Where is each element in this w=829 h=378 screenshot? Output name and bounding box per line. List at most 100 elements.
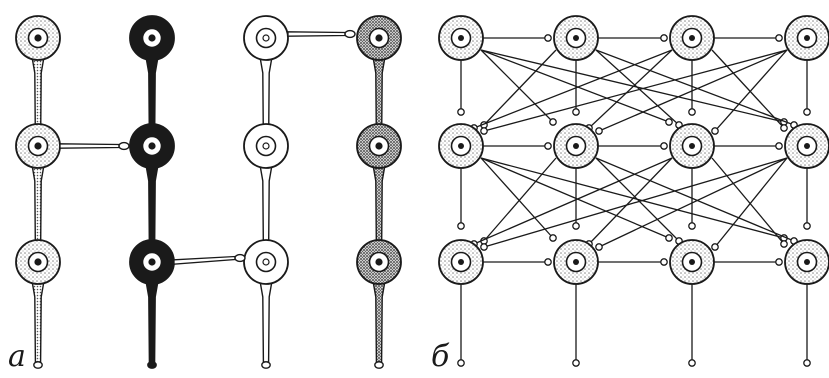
synapse [545, 259, 551, 265]
axon [146, 281, 158, 362]
neuron-b-4-2 [785, 124, 829, 168]
synapse [804, 109, 810, 115]
connector-a-bottom [174, 255, 245, 265]
neuron-b-2-1 [554, 16, 598, 60]
wire [481, 50, 784, 122]
synapse [712, 244, 718, 250]
nucleolus [689, 259, 695, 265]
axon-terminal [262, 362, 270, 368]
axon [32, 281, 44, 362]
axon-terminal [375, 362, 383, 368]
neuron-b-3-3 [670, 240, 714, 284]
nucleolus [263, 143, 269, 149]
neuron-a-4-3 [357, 240, 401, 368]
nucleolus [689, 143, 695, 149]
neuron-a-3-3 [244, 240, 288, 368]
panel-b-label: б [431, 339, 450, 374]
synapse [689, 223, 695, 229]
nucleolus [804, 143, 810, 149]
wire [589, 158, 672, 244]
axon [260, 281, 272, 362]
synapse-bulb [235, 255, 245, 262]
nucleolus [149, 35, 155, 41]
synapse [596, 128, 602, 134]
nucleolus [573, 143, 579, 149]
neuron-b-4-1 [785, 16, 829, 60]
connector-a-mid [60, 143, 129, 150]
axon [260, 165, 272, 252]
nucleolus [804, 35, 810, 41]
process [60, 144, 119, 148]
wire [712, 50, 784, 128]
synapse [481, 128, 487, 134]
wires [458, 35, 810, 366]
process [288, 32, 345, 36]
nucleolus [35, 35, 41, 41]
synapse-bulb [345, 31, 355, 38]
nucleolus [149, 143, 155, 149]
neuron-b-3-1 [670, 16, 714, 60]
synapse [545, 35, 551, 41]
synapse [666, 119, 672, 125]
wire [712, 158, 784, 244]
axon [146, 165, 158, 252]
synapse [689, 360, 695, 366]
synapse [573, 109, 579, 115]
synapse [666, 235, 672, 241]
neuron-b-2-3 [554, 240, 598, 284]
nucleolus [263, 35, 269, 41]
synapse [661, 143, 667, 149]
synapse [776, 259, 782, 265]
neuron-a-1-2 [16, 124, 60, 258]
nucleolus [573, 35, 579, 41]
synapse [661, 35, 667, 41]
neuron-b-3-2 [670, 124, 714, 168]
axon-terminal [148, 362, 156, 368]
nucleolus [573, 259, 579, 265]
synapse [545, 143, 551, 149]
synapse [776, 143, 782, 149]
synapse [481, 244, 487, 250]
process [174, 257, 235, 265]
nucleolus [376, 259, 382, 265]
nucleolus [458, 143, 464, 149]
axon [373, 165, 385, 252]
nucleolus [35, 259, 41, 265]
neuron-b-4-3 [785, 240, 829, 284]
panel-a-label: а [8, 339, 26, 374]
neuron-a-3-2 [244, 124, 288, 258]
panel-b [439, 16, 829, 366]
synapse [776, 35, 782, 41]
axon [373, 281, 385, 362]
neuron-b-1-2 [439, 124, 483, 168]
synapse [458, 109, 464, 115]
neuron-a-2-3 [130, 240, 174, 368]
neuron-b-1-3 [439, 240, 483, 284]
neuron-a-2-2 [130, 124, 174, 258]
neuron-a-4-2 [357, 124, 401, 258]
synapse [550, 119, 556, 125]
wire [596, 158, 794, 241]
synapse [550, 235, 556, 241]
synapse [689, 109, 695, 115]
synapse [458, 360, 464, 366]
nucleolus [689, 35, 695, 41]
neuron-b-1-1 [439, 16, 483, 60]
nucleolus [458, 35, 464, 41]
nucleolus [149, 259, 155, 265]
synapse [781, 241, 787, 247]
axon-terminal [34, 362, 42, 368]
nucleolus [804, 259, 810, 265]
synapse [596, 244, 602, 250]
synapse [573, 223, 579, 229]
wire [589, 50, 672, 128]
nucleolus [376, 35, 382, 41]
connector-a-top [288, 31, 355, 38]
synapse [661, 259, 667, 265]
synapse [712, 128, 718, 134]
synapse-bulb [119, 143, 129, 150]
nucleolus [376, 143, 382, 149]
nucleolus [35, 143, 41, 149]
nucleolus [458, 259, 464, 265]
